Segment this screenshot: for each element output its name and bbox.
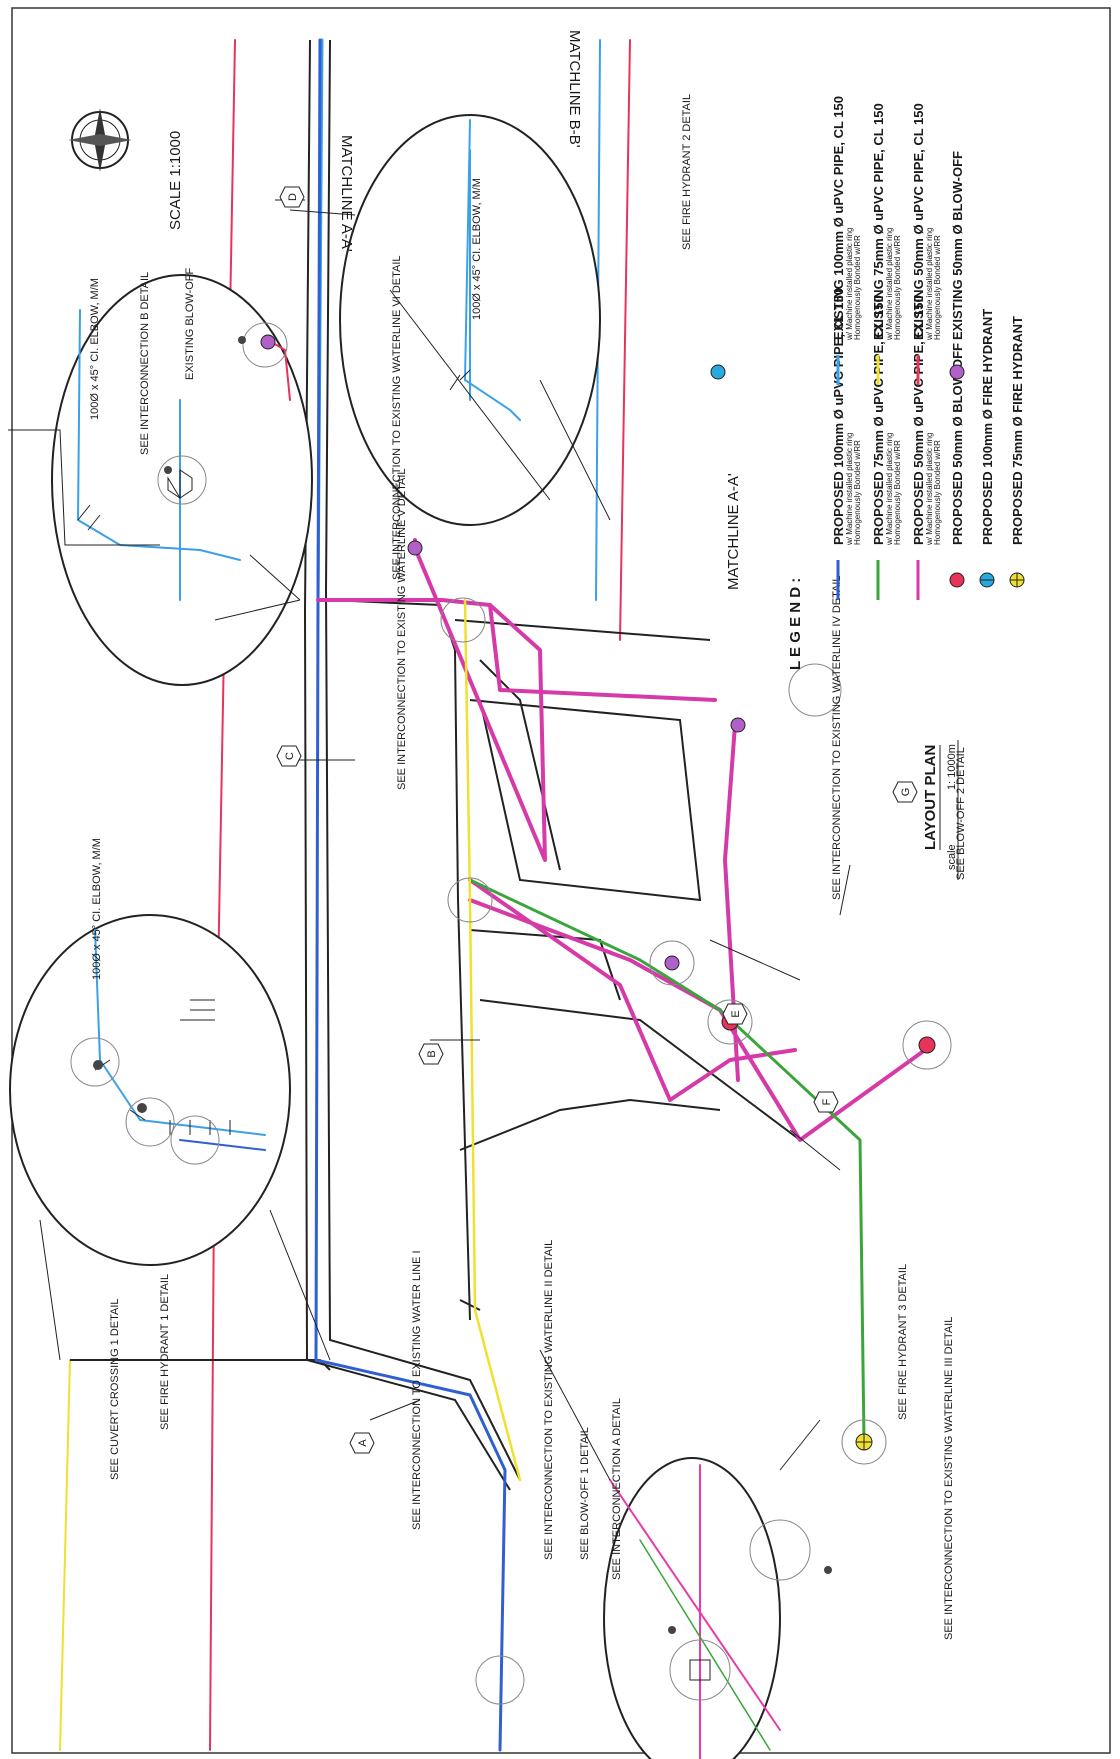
svg-text:E: E (730, 1010, 742, 1017)
callout-hydrant-1: SEE FIRE HYDRANT 1 DETAIL (159, 1274, 171, 1430)
svg-text:w/ Machine installed plastic r: w/ Machine installed plastic ring (845, 228, 854, 342)
svg-text:PROPOSED 50mm Ø uPVC PIPE, CL: PROPOSED 50mm Ø uPVC PIPE, CL 150 (911, 295, 926, 545)
callout-waterline-6: SEE INTERCONNECTION TO EXISTING WATERLIN… (391, 255, 403, 580)
legend-item-proposed-75: PROPOSED 75mm Ø uPVC PIPE, CL 150 w/ Mac… (871, 295, 902, 600)
existing-blowoff-marker-3[interactable] (407, 540, 423, 556)
section-tag-G: G (892, 781, 918, 803)
svg-text:1: 1000m: 1: 1000m (946, 744, 958, 790)
callout-interconnection-a: SEE INTERCONNECTION A DETAIL (611, 1398, 623, 1580)
callout-elbow-2: 100Ø x 45° CI. ELBOW, M/M (89, 278, 101, 420)
callout-blowoff-1: SEE BLOW-OFF 1 DETAIL (579, 1427, 591, 1560)
svg-text:EXISTING 50mm Ø uPVC PIPE, CL: EXISTING 50mm Ø uPVC PIPE, CL 150 (911, 103, 926, 340)
legend-item-existing-50: EXISTING 50mm Ø uPVC PIPE, CL 150 w/ Mac… (911, 103, 942, 385)
detail-ellipse-top (8, 274, 313, 686)
svg-text:EXISTING 75mm Ø uPVC PIPE, CL: EXISTING 75mm Ø uPVC PIPE, CL 150 (871, 103, 886, 340)
existing-red-right (619, 39, 631, 641)
callout-existing-blowoff: EXISTING BLOW-OFF (184, 267, 196, 380)
legend-item-proposed-hydrant-100: PROPOSED 100mm Ø FIRE HYDRANT (979, 309, 995, 588)
section-tag-B: B (418, 1043, 444, 1065)
callout-waterline-2: SEE INTERCONNECTION TO EXISTING WATERLIN… (543, 1240, 555, 1560)
svg-text:EXISTING 100mm Ø uPVC PIPE, CL: EXISTING 100mm Ø uPVC PIPE, CL 150 (831, 96, 846, 340)
section-tag-C: C (276, 745, 302, 767)
callout-waterline-4: SEE INTERCONNECTION TO EXISTING WATERLIN… (831, 575, 843, 900)
legend: L E G E N D : PROPOSED 100mm Ø uPVC PIPE… (787, 96, 1025, 670)
svg-text:w/ Machine installed plastic r: w/ Machine installed plastic ring (925, 433, 934, 547)
svg-text:Homogenously Bonded w/RR: Homogenously Bonded w/RR (933, 235, 942, 340)
svg-text:w/ Machine installed plastic r: w/ Machine installed plastic ring (885, 228, 894, 342)
scale-top-label: SCALE 1:1000 (167, 131, 184, 230)
existing-blowoff-marker-2[interactable] (730, 717, 746, 733)
legend-item-proposed-50: PROPOSED 50mm Ø uPVC PIPE, CL 150 w/ Mac… (911, 295, 942, 600)
svg-text:w/ Machine installed plastic r: w/ Machine installed plastic ring (925, 228, 934, 342)
detail-ellipse-left (9, 914, 291, 1266)
callout-waterline-5: SEE INTERCONNECTION TO EXISTING WATERLIN… (396, 469, 408, 791)
detail-ellipse-right (339, 114, 601, 526)
existing-blowoff-marker-1[interactable] (664, 955, 680, 971)
svg-text:w/ Machine installed plastic r: w/ Machine installed plastic ring (885, 433, 894, 547)
ellipse-leaders (39, 289, 821, 1481)
svg-text:EXISTING 50mm Ø BLOW-OFF: EXISTING 50mm Ø BLOW-OFF (950, 151, 965, 340)
svg-text:Homogenously Bonded w/RR: Homogenously Bonded w/RR (893, 440, 902, 545)
matchline-aa-lower: MATCHLINE A-A' (725, 473, 742, 590)
svg-text:D: D (287, 193, 299, 201)
svg-text:PROPOSED 75mm Ø uPVC PIPE, CL: PROPOSED 75mm Ø uPVC PIPE, CL 150 (871, 295, 886, 545)
existing-yellow-main (463, 598, 522, 1482)
callout-elbow-3: 100Ø x 45° CI. ELBOW, M/M (471, 178, 483, 320)
svg-text:LAYOUT PLAN: LAYOUT PLAN (922, 745, 939, 850)
callout-hydrant-2: SEE FIRE HYDRANT 2 DETAIL (681, 94, 693, 250)
callout-hydrant-3: SEE FIRE HYDRANT 3 DETAIL (897, 1264, 909, 1420)
svg-text:PROPOSED 100mm Ø uPVC PIPE, CL: PROPOSED 100mm Ø uPVC PIPE, CL 150 (831, 288, 846, 545)
callout-interconnection-b: SEE INTERCONNECTION B DETAIL (139, 272, 151, 455)
sheet-border (11, 7, 1111, 1754)
matchline-bb: MATCHLINE B-B' (566, 30, 583, 148)
section-tag-E: E (722, 1003, 748, 1025)
svg-text:F: F (821, 1098, 833, 1105)
callout-waterline-3: SEE INTERCONNECTION TO EXISTING WATERLIN… (943, 1317, 955, 1640)
svg-text:w/ Machine installed plastic r: w/ Machine installed plastic ring (845, 433, 854, 547)
svg-text:G: G (900, 788, 912, 797)
legend-item-existing-blowoff: EXISTING 50mm Ø BLOW-OFF (949, 151, 965, 380)
legend-item-proposed-hydrant-75: PROPOSED 75mm Ø FIRE HYDRANT (1009, 316, 1025, 588)
proposed-100-pipe (314, 38, 507, 1752)
svg-text:PROPOSED 75mm Ø FIRE HYDRANT: PROPOSED 75mm Ø FIRE HYDRANT (1010, 316, 1025, 545)
layout-plan-title: LAYOUT PLAN scale 1: 1000m (922, 740, 959, 880)
blowoff-marker-2[interactable] (918, 1036, 936, 1054)
callout-elbow-1: 100Ø x 45° CI. ELBOW, M/M (91, 838, 103, 980)
existing-yellow-left (59, 1359, 71, 1751)
legend-item-proposed-blowoff: PROPOSED 50mm Ø BLOW-OFF (949, 343, 965, 588)
svg-text:Homogenously Bonded w/RR: Homogenously Bonded w/RR (933, 440, 942, 545)
legend-item-existing-75: EXISTING 75mm Ø uPVC PIPE, CL 150 w/ Mac… (871, 103, 902, 385)
proposed-75-pipe (468, 878, 866, 1442)
matchline-aa-top: MATCHLINE A-A' (338, 135, 355, 252)
callout-culvert-1: SEE CUVERT CROSSING 1 DETAIL (109, 1298, 121, 1480)
svg-text:C: C (284, 752, 296, 760)
svg-text:Homogenously Bonded w/RR: Homogenously Bonded w/RR (853, 440, 862, 545)
svg-text:B: B (426, 1050, 438, 1057)
proposed-50-loop (413, 546, 547, 862)
proposed-50-branch (468, 878, 797, 1102)
svg-text:Homogenously Bonded w/RR: Homogenously Bonded w/RR (853, 235, 862, 340)
svg-text:PROPOSED 50mm Ø BLOW-OFF: PROPOSED 50mm Ø BLOW-OFF (950, 343, 965, 545)
section-tag-D: D (279, 186, 305, 208)
fire-hydrant-3-marker[interactable] (855, 1433, 873, 1451)
section-tag-A: A (349, 1432, 375, 1454)
north-arrow-icon (68, 108, 132, 172)
svg-text:Homogenously Bonded w/RR: Homogenously Bonded w/RR (893, 235, 902, 340)
svg-text:A: A (357, 1439, 369, 1447)
svg-text:L E G E N D :: L E G E N D : (787, 578, 804, 670)
fire-hydrant-2-marker[interactable] (710, 364, 726, 380)
svg-text:scale: scale (946, 844, 958, 870)
callout-water-line-1: SEE INTERCONNECTION TO EXISTING WATER LI… (411, 1250, 423, 1530)
proposed-50-upper (316, 598, 717, 702)
detail-ellipse-bottom (603, 1457, 832, 1759)
legend-item-existing-100: EXISTING 100mm Ø uPVC PIPE, CL 150 w/ Ma… (831, 96, 862, 385)
section-tag-F: F (813, 1091, 839, 1113)
svg-text:PROPOSED 100mm Ø FIRE HYDRANT: PROPOSED 100mm Ø FIRE HYDRANT (980, 309, 995, 545)
legend-item-proposed-100: PROPOSED 100mm Ø uPVC PIPE, CL 150 w/ Ma… (831, 288, 862, 600)
